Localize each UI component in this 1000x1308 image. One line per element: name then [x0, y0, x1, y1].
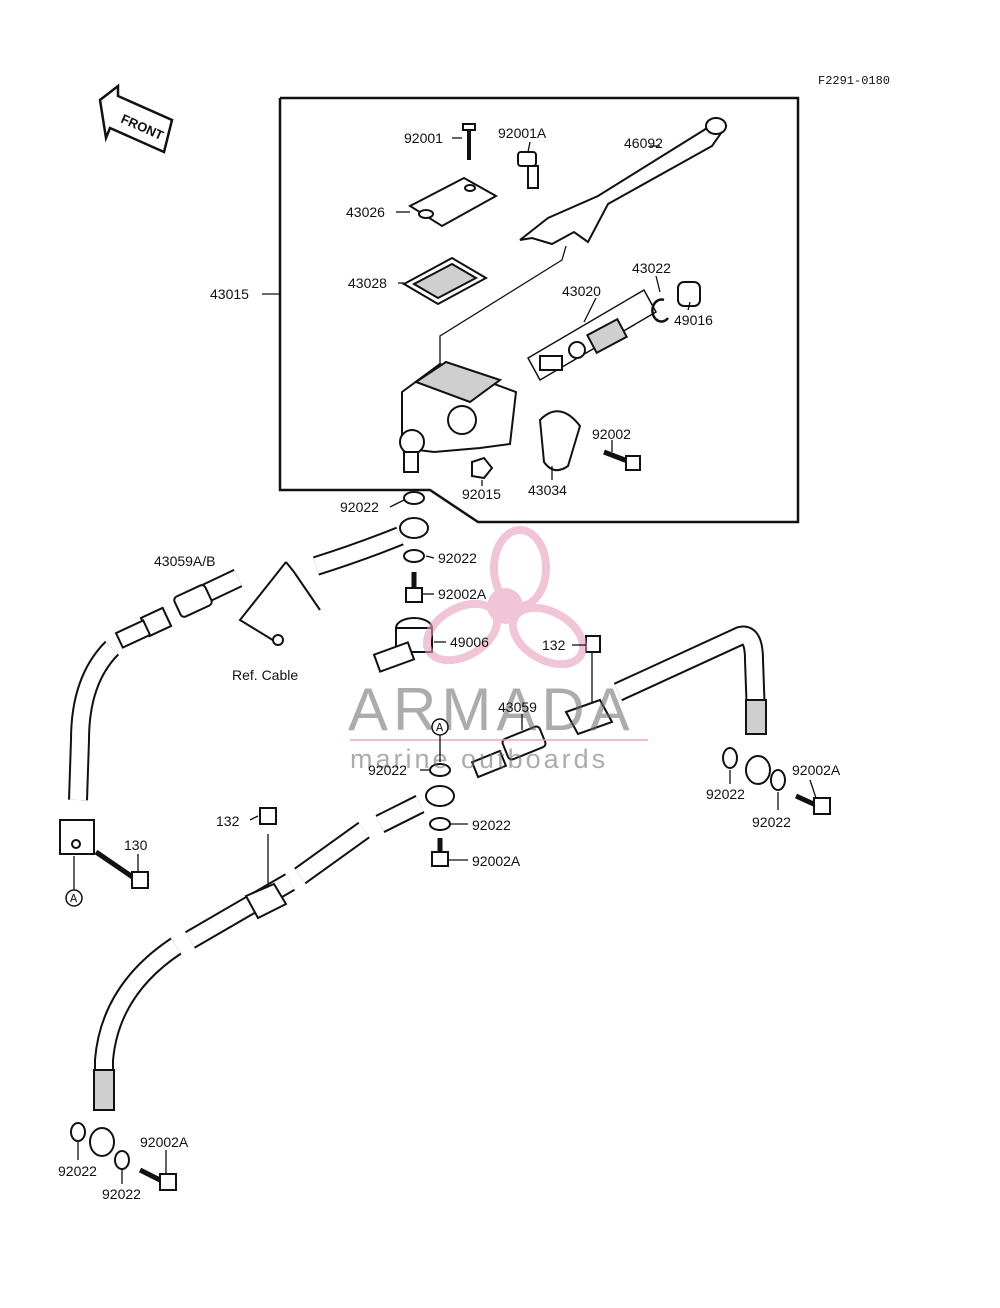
diaphragm-43028: [401, 256, 489, 306]
label-43022: 43022: [632, 260, 671, 276]
front-arrow-icon: FRONT: [98, 83, 174, 154]
switch-43059: [470, 725, 547, 779]
washer-92022-d: [429, 817, 451, 831]
banjo-bolt-92002A-d: [431, 838, 449, 867]
piston-kit-43020: [526, 288, 658, 382]
marker-a-center: A: [431, 718, 449, 762]
label-92002: 92002: [592, 426, 631, 442]
banjo-bolt-92002A-b: [405, 572, 423, 603]
marker-a-left: A: [65, 856, 83, 907]
label-92022-lower-1: 92022: [58, 1163, 97, 1179]
label-92001: 92001: [404, 130, 443, 146]
label-92002A-right: 92002A: [792, 762, 841, 778]
label-92022-d: 92022: [472, 817, 511, 833]
label-132-lower: 132: [216, 813, 240, 829]
banjo-fitting-lower: [89, 1127, 115, 1157]
label-92022-lower-2: 92022: [102, 1186, 141, 1202]
label-43059AB: 43059A/B: [154, 553, 216, 569]
banjo-fitting-right: [745, 755, 771, 785]
circlip-43022: [651, 298, 669, 323]
reservoir-cap-43026: [407, 176, 499, 228]
label-92002A-b: 92002A: [438, 586, 487, 602]
bolt-130: [94, 849, 149, 889]
label-92022-right-2: 92022: [752, 814, 791, 830]
label-46092: 46092: [624, 135, 663, 151]
banjo-bolt-92002A-lower: [138, 1167, 177, 1191]
boot-49016: [677, 281, 701, 307]
armada-logo-icon: [422, 526, 588, 669]
label-92015: 92015: [462, 486, 501, 502]
label-43059: 43059: [498, 699, 537, 715]
screw-92001: [462, 123, 476, 160]
ref-cable: [238, 561, 321, 643]
washer-92022-top: [403, 491, 425, 505]
assembly-box: [278, 96, 800, 524]
label-43034: 43034: [528, 482, 567, 498]
watermark-brand: ARMADA: [348, 676, 635, 743]
label-49016: 49016: [674, 312, 713, 328]
switch-43059AB: [114, 584, 213, 649]
bolt-92002: [603, 449, 641, 471]
clamp-132-lower: [244, 807, 288, 920]
figure-code: F2291-0180: [818, 74, 890, 88]
label-92002A-d: 92002A: [472, 853, 521, 869]
label-130: 130: [124, 837, 148, 853]
banjo-fitting-top: [399, 517, 429, 539]
label-92022-right-1: 92022: [706, 786, 745, 802]
label-43026: 43026: [346, 204, 385, 220]
ref-cable-label: Ref. Cable: [232, 667, 298, 683]
lever-46092: [519, 118, 728, 246]
svg-text:A: A: [70, 892, 78, 906]
label-43020: 43020: [562, 283, 601, 299]
label-43015: 43015: [210, 286, 249, 302]
label-92022-b: 92022: [438, 550, 477, 566]
label-43028: 43028: [348, 275, 387, 291]
junction-block: [59, 819, 95, 855]
label-49006: 49006: [450, 634, 489, 650]
label-92002A-lower: 92002A: [140, 1134, 189, 1150]
label-132-upper: 132: [542, 637, 566, 653]
holder-43034: [538, 410, 582, 472]
svg-text:A: A: [436, 721, 444, 735]
watermark-tagline: marine outboards: [350, 744, 608, 774]
label-92022-c: 92022: [368, 762, 407, 778]
clamp-132-upper: [564, 635, 614, 736]
banjo-bolt-92002A-right: [794, 793, 831, 815]
label-92022-top: 92022: [340, 499, 379, 515]
washer-92022-b: [403, 549, 425, 563]
master-cylinder-body: [399, 245, 567, 473]
pin-92001A: [517, 151, 539, 189]
label-92001A: 92001A: [498, 125, 547, 141]
banjo-fitting-center: [425, 785, 455, 807]
nut-92015: [471, 456, 494, 480]
